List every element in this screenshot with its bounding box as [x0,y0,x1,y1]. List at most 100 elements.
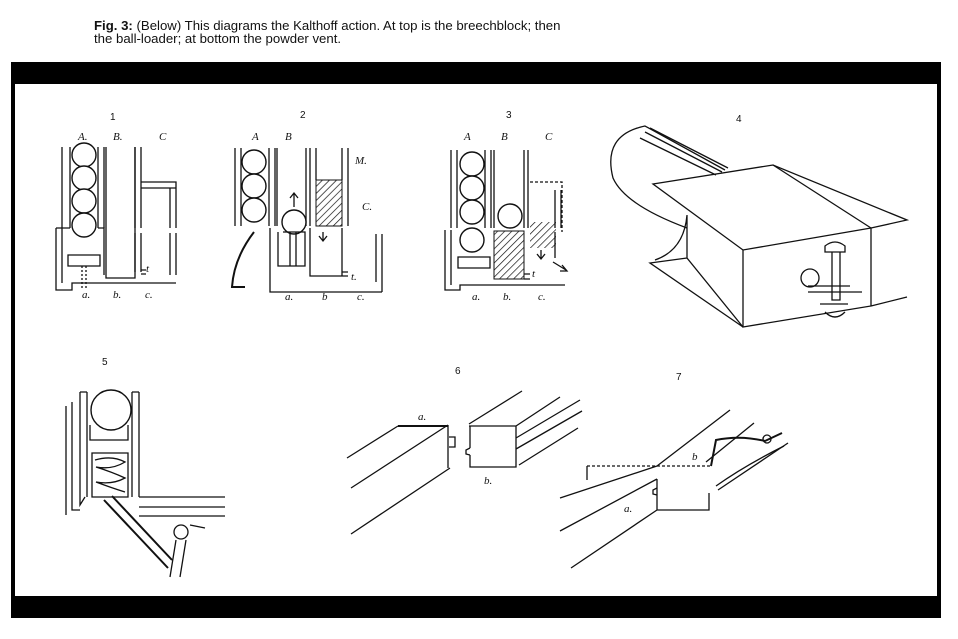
fig7-label-a: a. [624,503,632,515]
figure-3: 3 A B C t a. b. c. [444,110,569,303]
fig3-ball [459,175,485,201]
fig3-arrows [536,250,569,272]
fig6-mortise [465,447,471,456]
fig4-side-face [648,214,744,328]
fig7-rail [717,442,789,491]
fig4-barrel [610,125,726,229]
fig4-lever [820,241,848,318]
fig3-base [444,230,565,291]
fig5-pivot [173,524,189,540]
fig3-ball [459,151,485,177]
fig2-label-t: t. [351,271,357,283]
fig3-tube-a [450,150,492,228]
caption-prefix: Fig. 3: [94,18,133,33]
fig1-label-C: C [159,131,167,143]
fig1-ball [71,165,97,191]
fig6-label-b: b. [484,475,492,487]
fig3-wall-c [554,190,562,258]
fig3-ball-loader [497,203,523,229]
figure-3-number: 3 [506,110,512,121]
fig2-up-arrow [289,191,299,207]
fig2-label-C: C. [362,201,372,213]
fig4-barrel-shade [639,127,729,176]
fig2-label-A: A [251,131,259,143]
fig1-label-a: a. [82,289,90,301]
fig1-vent [81,266,87,288]
fig2-label-a: a. [285,291,293,303]
caption-text: (Below) This diagrams the Kalthoff actio… [94,18,561,46]
fig7-lever-edge [715,445,785,487]
fig1-label-B: B. [113,131,122,143]
fig1-label-A: A. [77,131,87,143]
fig2-label-b: b [322,291,328,303]
fig2-ramp [230,231,255,288]
fig3-ball [459,227,485,253]
fig1-tube-b [105,147,136,279]
fig3-label-B: B [501,131,508,143]
figure-1: 1 A. B. C t a. b. c. [55,112,177,301]
fig7-label-b: b [692,451,698,463]
figure-5-number: 5 [102,357,108,368]
fig2-label-M: M. [354,155,367,167]
fig2-ball [241,197,267,223]
fig2-tube-a [234,148,276,226]
fig4-top-face [651,164,910,251]
fig3-label-c: c. [538,291,546,303]
fig4-rod [808,285,862,293]
figure-2: 2 A B M. C. t. a. b c. [230,110,383,303]
fig2-loader [277,231,306,267]
fig5-link [169,524,206,578]
fig3-dashed-c [530,181,563,232]
fig3-label-A: A [463,131,471,143]
fig1-base [55,227,176,291]
fig2-label-c: c. [357,291,365,303]
figure-4: 4 [610,114,910,328]
fig3-label-a: a. [472,291,480,303]
fig1-label-c: c. [145,289,153,301]
fig5-rails [139,496,225,517]
fig7-lever [710,432,783,467]
fig2-base [269,228,383,293]
fig1-ball [71,212,97,238]
fig1-ball [71,142,97,168]
fig5-walls [79,391,140,508]
fig1-t-piece [141,269,146,275]
figure-6: 6 a. b. [346,366,583,535]
fig2-tube-c [309,148,349,226]
figure-2-number: 2 [300,110,306,121]
fig7-bar-a [559,409,755,569]
fig2-down-arrow [318,232,328,243]
fig1-tube-a [61,147,105,228]
fig1-label-b: b. [113,289,121,301]
fig2-label-B: B [285,131,292,143]
fig5-spring [94,457,127,493]
fig4-front-face [742,228,908,328]
fig2-ball [241,173,267,199]
fig1-box-c [141,181,177,275]
fig3-label-C: C [545,131,553,143]
fig5-cups [89,425,129,498]
fig3-ball [459,199,485,225]
figure-5: 5 [65,357,225,578]
figure-7-number: 7 [676,372,682,383]
fig3-breechblock [493,230,525,280]
fig5-outer-wall [65,402,80,515]
fig7-lever-eye [762,434,772,444]
fig3-label-b: b. [503,291,511,303]
fig2-ball-loader [281,209,307,235]
figure-caption: Fig. 3: (Below) This diagrams the Kaltho… [94,19,564,45]
fig1-ball [71,188,97,214]
fig3-tube-b [493,150,529,228]
fig4-knob [800,268,820,288]
fig4-divider [772,164,872,229]
fig2-tube-b [276,148,307,226]
fig5-arm [103,495,173,569]
fig3-label-t: t [532,268,536,280]
figure-1-number: 1 [110,112,116,123]
fig6-label-a: a. [418,411,426,423]
figure-4-number: 4 [736,114,742,125]
fig6-bar-b [468,390,583,468]
fig6-tenon [449,436,456,448]
figure-7: 7 b a. [559,372,789,569]
